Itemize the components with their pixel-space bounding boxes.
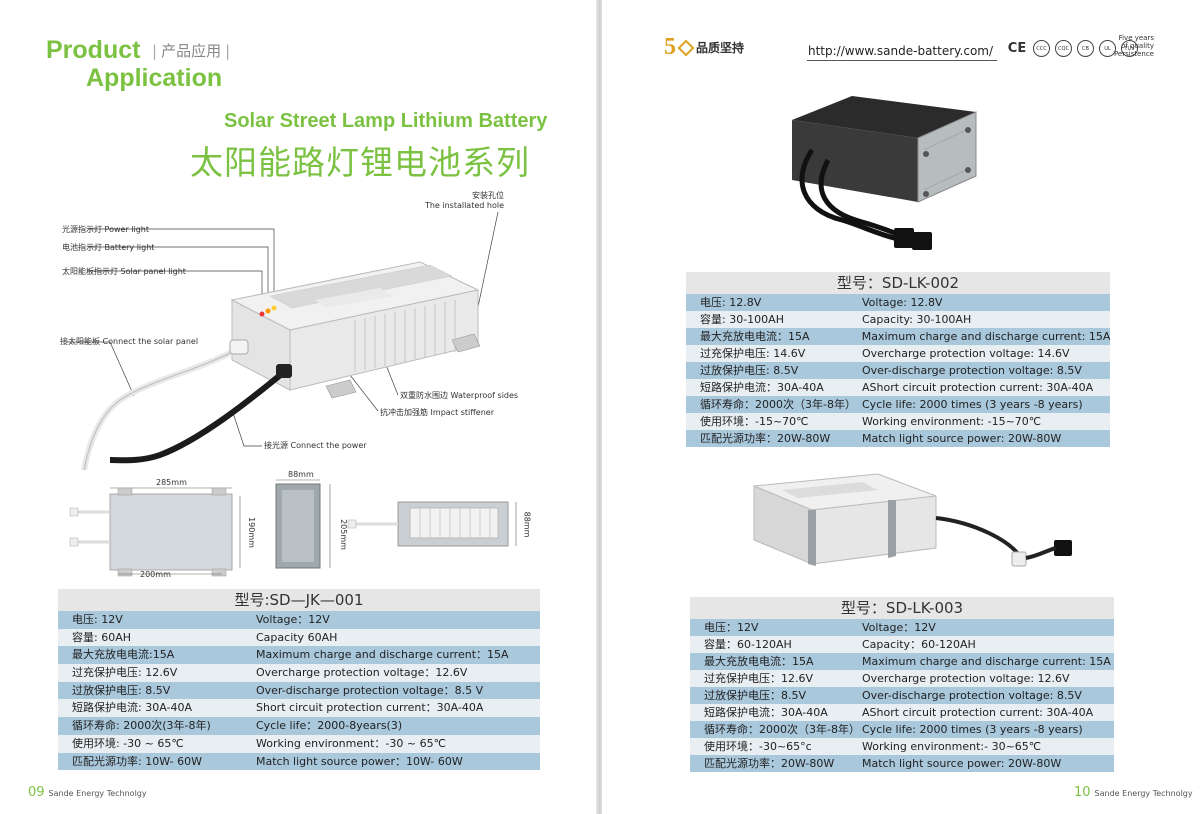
logo-text: 品质坚持 — [696, 41, 745, 55]
series-title-cn: 太阳能路灯锂电池系列 — [190, 143, 530, 182]
book-spine — [596, 0, 604, 814]
website-url: http://www.sande-battery.com/ — [808, 44, 994, 58]
header-application: Application — [86, 64, 223, 92]
quality-persistence: Five years of quality Persistence — [1113, 34, 1154, 58]
spec-model: 型号：SD-LK-003 — [690, 597, 1114, 619]
ul-mark-icon: UL — [1099, 40, 1116, 57]
right-page: 5 品质坚持 http://www.sande-battery.com/ CE … — [602, 0, 1200, 814]
ccc-mark-icon: CCC — [1033, 40, 1050, 57]
header-product-cn: |产品应用| — [152, 42, 231, 60]
header-product: Product — [46, 36, 141, 64]
header-cn-text: 产品应用 — [161, 42, 222, 60]
company-name: Sande Energy Technolgy — [1094, 789, 1193, 798]
page-number: 09 — [28, 785, 45, 800]
header-rule — [807, 60, 997, 61]
callout-stiffener: 抗冲击加强筋 Impact stiffener — [380, 408, 494, 417]
callout-solar-panel-light: 太阳能板指示灯 Solar panel light — [62, 267, 186, 276]
page-number: 10 — [1074, 785, 1091, 800]
spec-model: 型号:SD—JK—001 — [58, 589, 540, 611]
callout-battery-light: 电池指示灯 Battery light — [62, 243, 155, 252]
dim-205mm: 205mm — [338, 519, 348, 550]
callout-installed-hole-cn: 安装孔位 — [472, 191, 504, 200]
battery-lk002-illustration — [792, 96, 977, 250]
spec-model: 型号：SD-LK-002 — [686, 272, 1110, 294]
dimension-views — [69, 479, 517, 577]
ce-mark-icon: CE — [1007, 41, 1027, 56]
spec-row: 循环寿命：2000次（3年-8年）Cycle life: 2000 times … — [690, 721, 1114, 738]
dim-190mm: 190mm — [246, 517, 256, 548]
callout-connect-solar: 接太阳能板 Connect the solar panel — [60, 337, 199, 346]
logo-number: 5 — [664, 34, 676, 60]
callout-power-light: 光源指示灯 Power light — [62, 225, 150, 234]
tuv-mark-icon: TUV — [1121, 40, 1138, 57]
certification-marks: CE CCC CQC CB UL TUV — [1006, 40, 1138, 57]
battery-main-illustration — [66, 211, 499, 471]
brand-logo: 5 品质坚持 — [664, 34, 744, 61]
spec-row: 循环寿命：2000次（3年-8年）Cycle life: 2000 times … — [686, 396, 1110, 413]
company-name: Sande Energy Technolgy — [48, 789, 147, 798]
dim-88mm: 88mm — [288, 470, 314, 479]
callout-installed-hole-en: The installated hole — [424, 201, 504, 210]
callout-waterproof: 双重防水围边 Waterproof sides — [400, 391, 519, 400]
battery-lk003-illustration — [753, 473, 1072, 567]
series-title-en: Solar Street Lamp Lithium Battery — [224, 110, 548, 132]
callout-connect-power: 接光源 Connect the power — [264, 441, 367, 450]
spec-row: 循环寿命: 2000次(3年-8年)Cycle life：2000-8years… — [58, 717, 540, 735]
dim-88mm-side: 88mm — [522, 511, 532, 538]
cb-mark-icon: CB — [1077, 40, 1094, 57]
dim-285mm: 285mm — [156, 478, 187, 487]
cqc-mark-icon: CQC — [1055, 40, 1072, 57]
left-page: Product |产品应用| Application Solar Street … — [0, 0, 598, 814]
dim-200mm: 200mm — [140, 570, 171, 579]
